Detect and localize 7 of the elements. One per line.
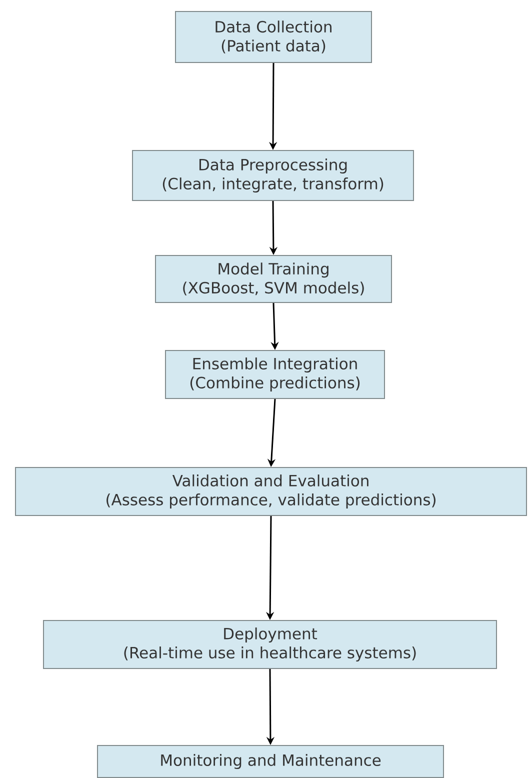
process-box: Model Training (XGBoost, SVM models) [155,255,392,303]
process-box: Data Collection (Patient data) [175,11,372,63]
process-box: Deployment (Real-time use in healthcare systems) [43,620,497,669]
process-box: Ensemble Integration (Combine predictions) [165,350,385,399]
process-box: Data Preprocessing (Clean, integrate, transform) [132,150,414,201]
process-box: Validation and Evaluation (Assess performance, validate predictions) [15,467,527,516]
process-box: Monitoring and Maintenance [97,745,444,778]
